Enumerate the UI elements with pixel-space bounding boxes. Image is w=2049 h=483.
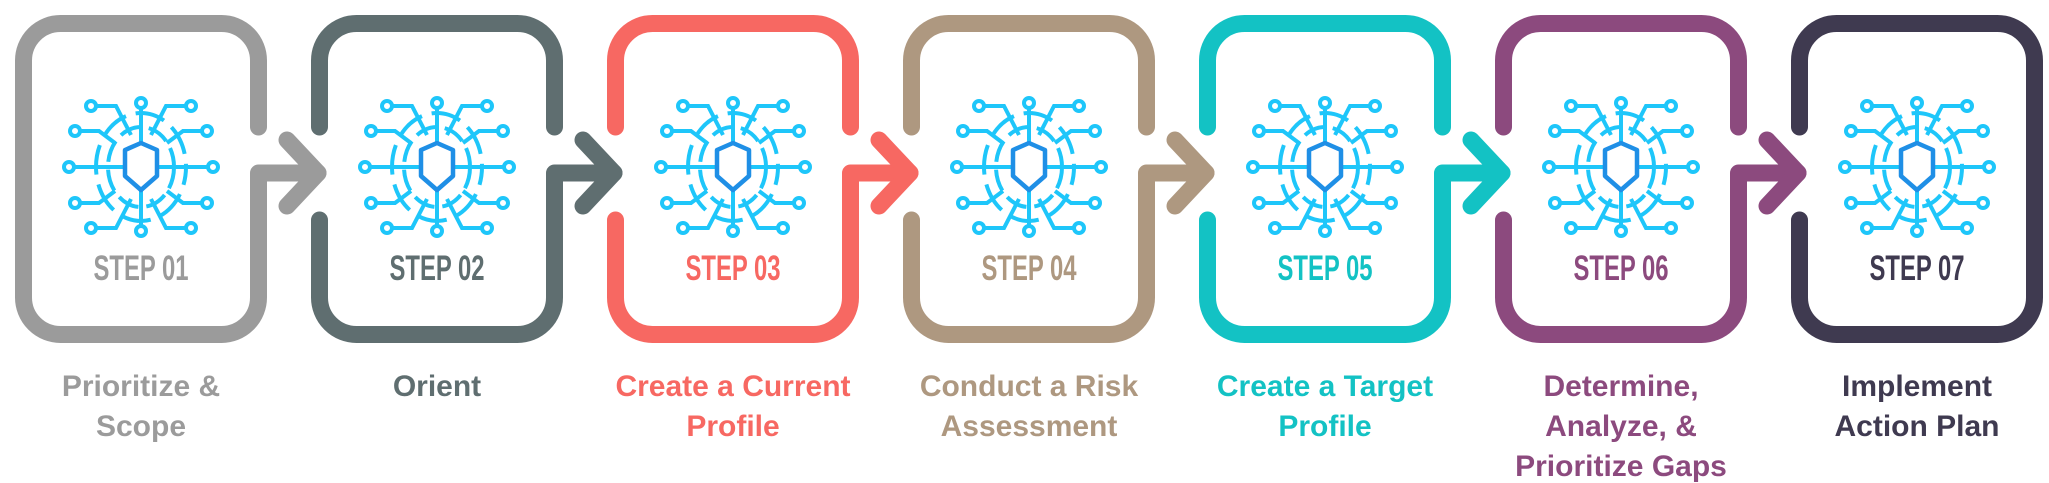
step-number-label: STEP 02: [390, 249, 485, 288]
step-title-line: Implement: [1842, 370, 1992, 403]
step-1: STEP 01 Prioritize & Scope: [15, 15, 327, 443]
step-frame: [1791, 15, 2043, 343]
step-frame: [15, 15, 327, 343]
step-title-line: Prioritize &: [62, 370, 220, 403]
step-title-line: Profile: [1278, 410, 1371, 443]
step-title-line: Orient: [393, 370, 481, 403]
step-title-line: Determine,: [1543, 370, 1698, 403]
step-number-label: STEP 06: [1574, 249, 1669, 288]
step-frame: [1495, 15, 1807, 343]
step-number-label: STEP 07: [1870, 249, 1965, 288]
cyber-shield-circuit-icon: [360, 98, 514, 236]
step-number-label: STEP 01: [94, 249, 189, 288]
step-number-label: STEP 03: [686, 249, 781, 288]
arrow-right-icon: [870, 131, 919, 215]
cyber-shield-circuit-icon: [1840, 98, 1994, 236]
arrow-right-icon: [1758, 131, 1807, 215]
cyber-shield-circuit-icon: [656, 98, 810, 236]
step-frame: [903, 15, 1215, 343]
step-number-label: STEP 05: [1278, 249, 1373, 288]
arrow-right-icon: [574, 131, 623, 215]
step-title-line: Conduct a Risk: [920, 370, 1139, 403]
step-title-line: Action Plan: [1834, 410, 1999, 443]
step-frame: [311, 15, 623, 343]
step-title-line: Profile: [686, 410, 779, 443]
cyber-shield-circuit-icon: [952, 98, 1106, 236]
step-frame: [1199, 15, 1511, 343]
step-title-line: Analyze, &: [1545, 410, 1697, 443]
cyber-shield-circuit-icon: [1248, 98, 1402, 236]
step-title-line: Assessment: [941, 410, 1118, 443]
step-6: STEP 06 Determine, Analyze, & Prioritize Ga…: [1495, 15, 1807, 483]
step-title-line: Prioritize Gaps: [1515, 450, 1727, 483]
step-title-line: Create a Target: [1217, 370, 1433, 403]
step-2: STEP 02 Orient: [311, 15, 623, 403]
step-number-label: STEP 04: [982, 249, 1077, 288]
arrow-right-icon: [1166, 131, 1215, 215]
step-title-line: Create a Current: [615, 370, 850, 403]
arrow-right-icon: [278, 131, 327, 215]
arrow-right-icon: [1462, 131, 1511, 215]
cyber-shield-circuit-icon: [1544, 98, 1698, 236]
step-title-line: Scope: [96, 410, 186, 443]
step-frame: [607, 15, 919, 343]
cyber-shield-circuit-icon: [64, 98, 218, 236]
